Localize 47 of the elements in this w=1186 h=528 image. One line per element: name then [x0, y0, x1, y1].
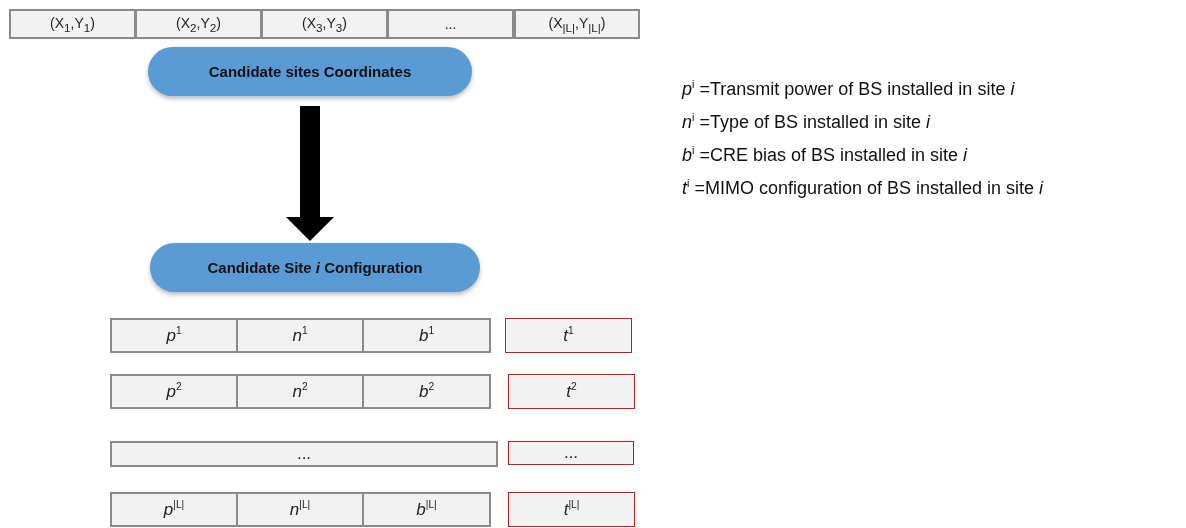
cell-text: Candidate sites Coordinates	[208, 63, 412, 80]
block-arrow	[286, 106, 334, 241]
cell-text: n$^{2}$	[292, 381, 308, 402]
table-cell	[236, 492, 364, 527]
table-cell	[236, 318, 364, 353]
highlighted-table-cell	[508, 492, 635, 527]
cell-text: ...	[563, 443, 579, 463]
definition-text: b$^{i}$ =CRE bias of BS installed in site i	[682, 143, 969, 167]
cell-text: t$^{2}$	[566, 381, 577, 402]
highlighted-table-cell	[508, 441, 634, 465]
table-cell	[9, 9, 136, 39]
cell-text: n$^{1}$	[292, 325, 308, 346]
cell-text: ...	[296, 444, 312, 464]
cell-text: p$^{2}$	[166, 381, 182, 402]
table-cell	[362, 492, 491, 527]
cell-text: p$^{|L|}$	[163, 499, 185, 520]
cell-text: (X$_{|L|}$,Y$_{|L|}$)	[548, 14, 606, 34]
cell-text: Candidate Site i Configuration	[207, 259, 423, 276]
table-cell	[261, 9, 388, 39]
table-cell	[110, 441, 498, 467]
cell-text: n$^{|L|}$	[289, 499, 311, 520]
definition-text: t$^{i}$ =MIMO configuration of BS installed in site i	[682, 176, 1045, 200]
table-cell	[110, 492, 238, 527]
cell-text: (X$_{3}$,Y$_{3}$)	[302, 14, 347, 34]
cell-text: t$^{1}$	[563, 325, 574, 346]
cell-text: t$^{|L|}$	[563, 499, 580, 520]
table-cell	[387, 9, 514, 39]
cell-text: ...	[444, 16, 457, 32]
definition-text: p$^{i}$ =Transmit power of BS installed in site i	[682, 77, 1016, 101]
table-cell	[514, 9, 640, 39]
table-cell	[362, 374, 491, 409]
table-cell	[236, 374, 364, 409]
cell-text: (X$_{2}$,Y$_{2}$)	[176, 14, 221, 34]
definition-text: n$^{i}$ =Type of BS installed in site i	[682, 110, 932, 134]
rounded-label-box	[148, 47, 472, 96]
rounded-label-box	[150, 243, 480, 292]
cell-text: b$^{2}$	[418, 381, 435, 402]
highlighted-table-cell	[505, 318, 632, 353]
table-cell	[110, 318, 238, 353]
cell-text: b$^{|L|}$	[416, 499, 437, 520]
highlighted-table-cell	[508, 374, 635, 409]
cell-text: p$^{1}$	[166, 325, 182, 346]
cell-text: (X$_{1}$,Y$_{1}$)	[50, 14, 95, 34]
table-cell	[135, 9, 262, 39]
cell-text: b$^{1}$	[418, 325, 435, 346]
table-cell	[362, 318, 491, 353]
table-cell	[110, 374, 238, 409]
